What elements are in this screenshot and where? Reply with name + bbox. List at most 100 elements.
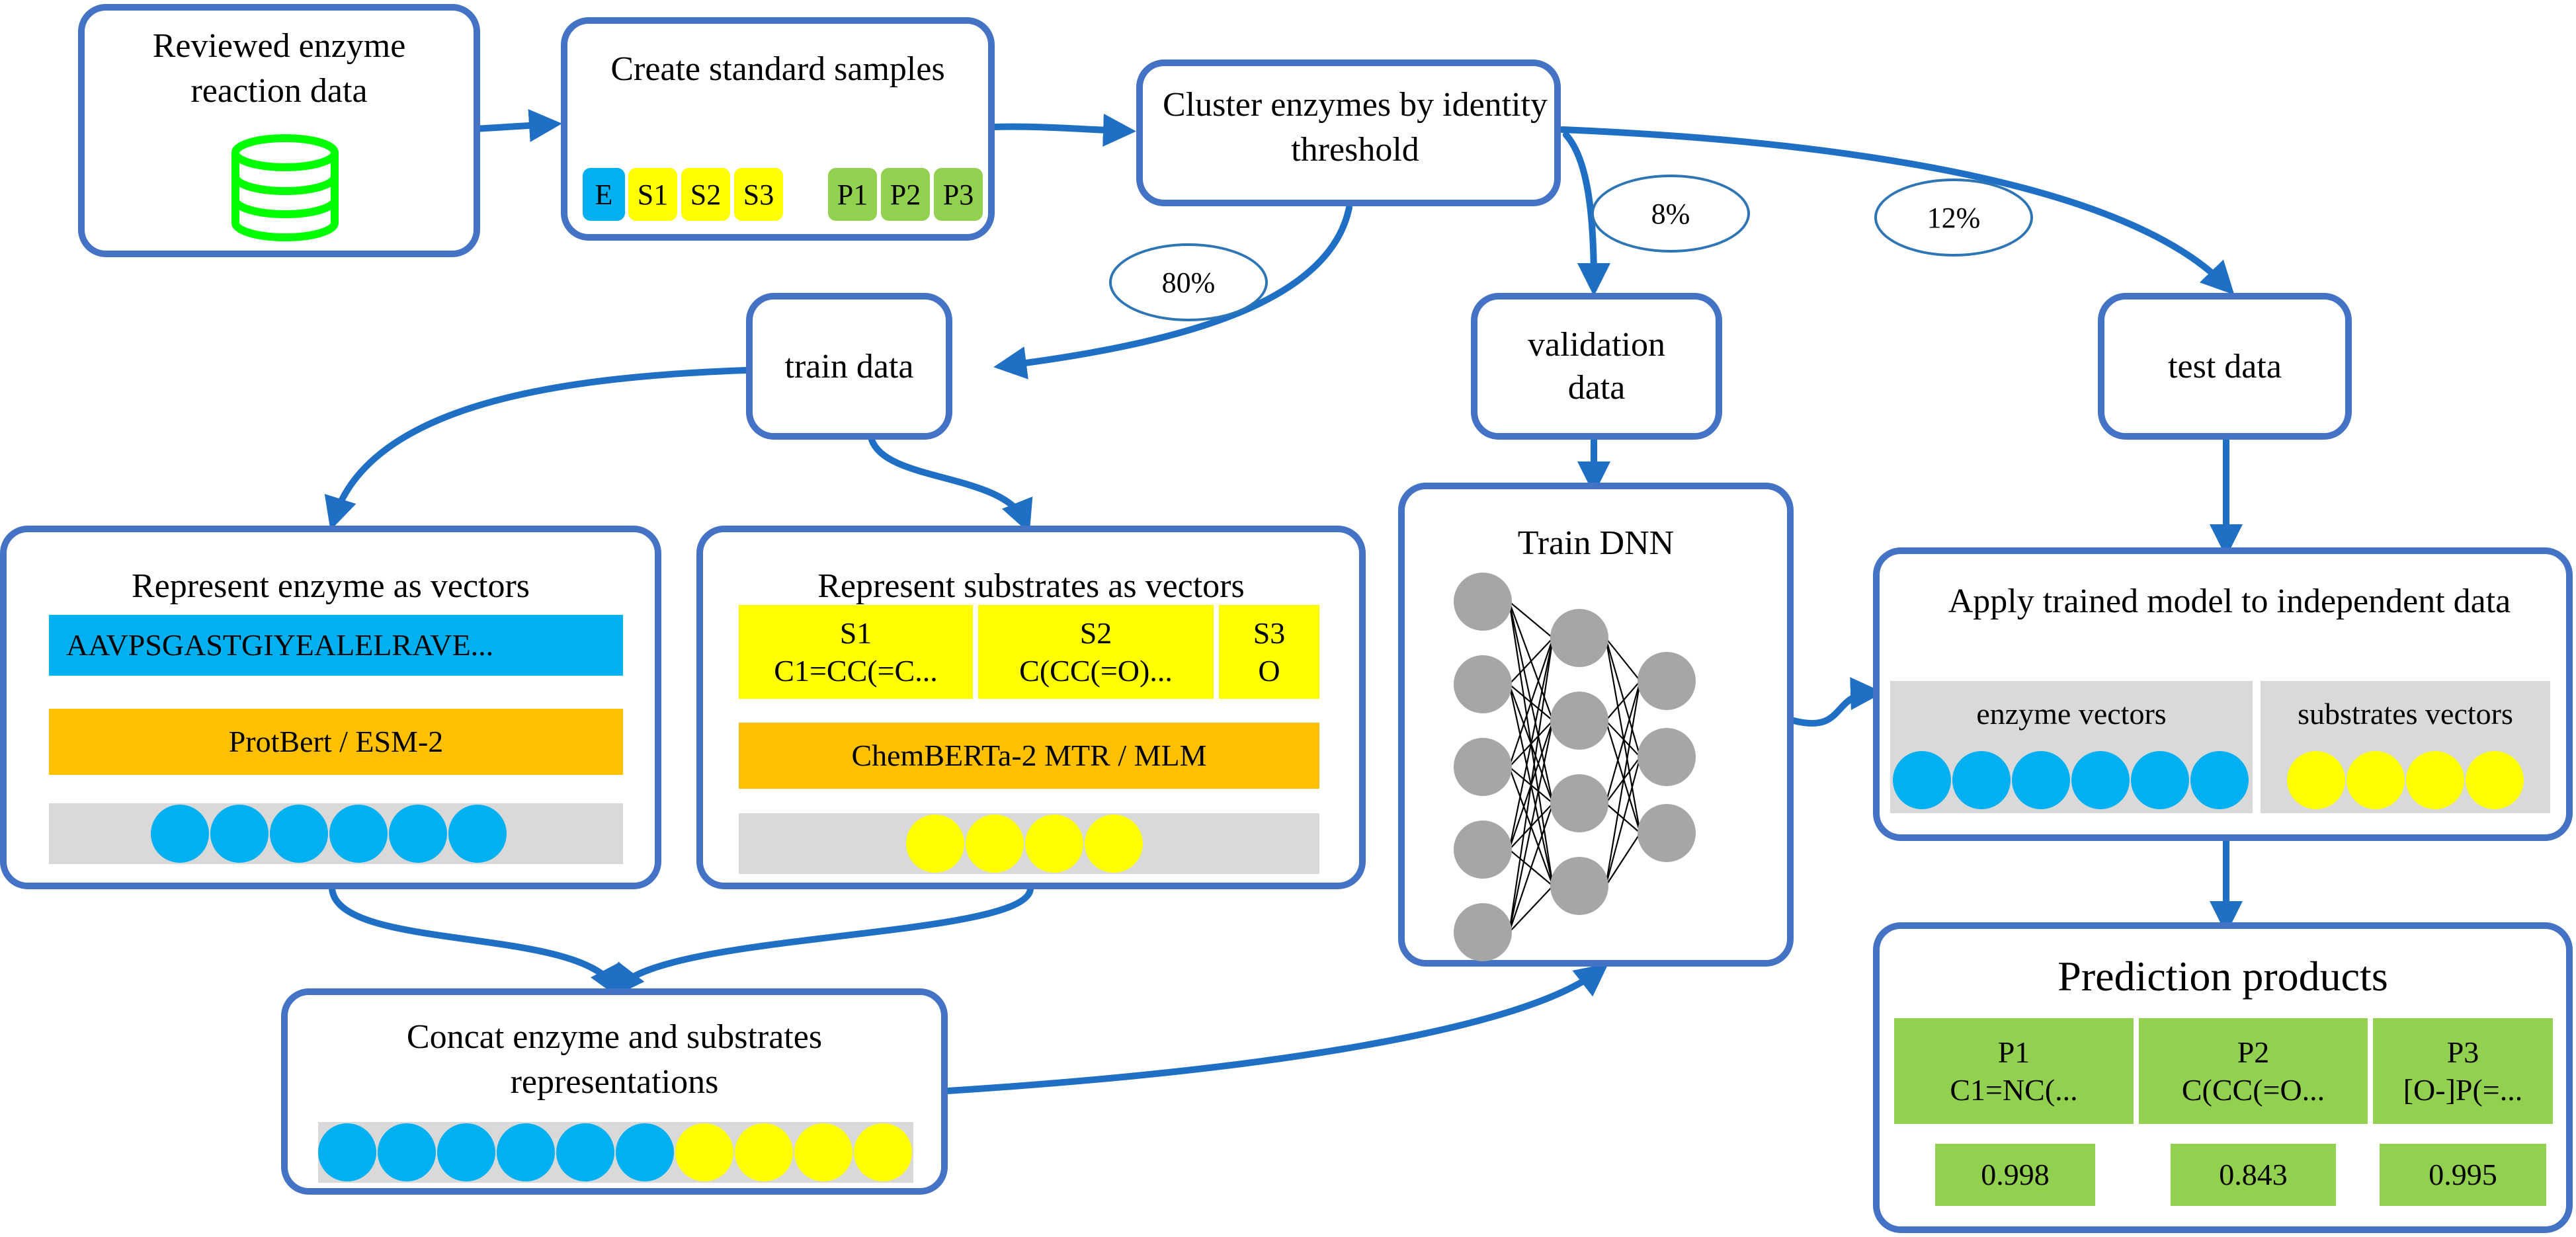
product-2-score: 0.843 (2171, 1144, 2336, 1206)
product-3-smiles: [O-]P(=... (2403, 1073, 2523, 1107)
apply-enzyme-dot (2131, 751, 2189, 809)
substrate-1-smiles: C1=CC(=C... (774, 654, 938, 688)
apply-substrate-dot (2347, 751, 2405, 809)
concat-substrate-dot (794, 1123, 852, 1181)
apply-substrate-dot (2406, 751, 2464, 809)
enzyme-representation-title: Represent enzyme as vectors (131, 567, 530, 605)
enzyme-vector (49, 803, 623, 864)
chip-substrate-1: S1 (628, 168, 677, 221)
test-data-box: test data (2098, 293, 2352, 440)
arrow-enzyme-rep-to-concat (329, 885, 621, 999)
concat-enzyme-dot (616, 1123, 674, 1181)
cluster-box: Cluster enzymes by identity threshold (1136, 60, 1561, 206)
arrow-train-to-substrate-rep (868, 436, 1033, 534)
apply-enzyme-dot (2071, 751, 2130, 809)
substrate-vector (739, 813, 1319, 874)
substrate-1-name: S1 (839, 616, 872, 650)
reviewed-data-box: Reviewed enzyme reaction data (78, 4, 480, 257)
apply-enzyme-vectors: enzyme vectors (1890, 681, 2253, 813)
concat-enzyme-dot (437, 1123, 495, 1181)
concat-enzyme-dot (556, 1123, 614, 1181)
standard-samples-title: Create standard samples (610, 50, 945, 88)
arrow-standard-to-cluster (991, 113, 1136, 147)
arrow-cluster-to-test (1559, 126, 2235, 295)
substrate-1-cell: S1 C1=CC(=C... (739, 605, 973, 699)
concat-title: Concat enzyme and substrates representat… (406, 1018, 823, 1101)
enzyme-vector-dot (210, 805, 269, 863)
arrow-concat-to-dnn (944, 963, 1609, 1094)
test-data-title: test data (2168, 347, 2282, 385)
concat-vector-dots (318, 1122, 913, 1183)
substrate-vector-dot (1025, 815, 1083, 873)
reviewed-data-title: Reviewed enzyme reaction data (152, 27, 406, 110)
prediction-title: Prediction products (2057, 953, 2388, 1000)
substrate-vector-dots (906, 813, 1152, 874)
enzyme-language-model: ProtBert / ESM-2 (49, 709, 623, 775)
apply-substrate-label: substrates vectors (2298, 697, 2513, 731)
apply-enzyme-label: enzyme vectors (1976, 697, 2167, 731)
train-dnn-title: Train DNN (1517, 524, 1675, 562)
substrate-language-model: ChemBERTa-2 MTR / MLM (739, 723, 1319, 789)
product-2-name: P2 (2237, 1035, 2270, 1069)
chip-substrate-3: S3 (734, 168, 783, 221)
apply-enzyme-dot (1952, 751, 2011, 809)
chip-product-1: P1 (828, 168, 877, 221)
apply-model-box: Apply trained model to independent data … (1873, 547, 2573, 841)
arrow-cluster-to-validation (1563, 132, 1610, 296)
apply-enzyme-dots (1890, 747, 2253, 813)
prediction-box: Prediction products P1 C1=NC(... P2 C(CC… (1873, 922, 2573, 1233)
chip-substrate-2: S2 (681, 168, 730, 221)
concat-substrate-dot (675, 1123, 733, 1181)
enzyme-vector-dot (389, 805, 447, 863)
product-2-cell: P2 C(CC(=O... (2139, 1018, 2368, 1124)
substrate-vector-dot (1085, 815, 1143, 873)
train-split-percent: 80% (1109, 243, 1268, 321)
apply-enzyme-dot (1893, 751, 1951, 809)
enzyme-vector-dot (448, 805, 507, 863)
product-1-smiles: C1=NC(... (1950, 1073, 2078, 1107)
chip-enzyme: E (583, 168, 625, 221)
concat-substrate-dot (854, 1123, 912, 1181)
arrow-train-to-enzyme-rep (324, 367, 749, 531)
test-split-percent: 12% (1874, 179, 2033, 257)
enzyme-vector-dot (270, 805, 328, 863)
substrate-3-smiles: O (1258, 654, 1280, 688)
product-1-cell: P1 C1=NC(... (1894, 1018, 2134, 1124)
substrate-2-cell: S2 C(CC(=O)... (978, 605, 1214, 699)
concat-enzyme-dot (318, 1123, 376, 1181)
arrow-dnn-to-apply (1790, 677, 1884, 727)
product-1-score: 0.998 (1935, 1144, 2095, 1206)
enzyme-vector-dots (151, 803, 521, 864)
concat-substrate-dot (735, 1123, 793, 1181)
product-2-smiles: C(CC(=O... (2181, 1073, 2325, 1107)
product-3-name: P3 (2446, 1035, 2479, 1069)
apply-substrate-dot (2287, 751, 2345, 809)
chip-product-2: P2 (881, 168, 930, 221)
substrate-3-name: S3 (1253, 616, 1286, 650)
enzyme-representation-box: Represent enzyme as vectors AAVPSGASTGIY… (0, 526, 661, 889)
apply-substrate-vectors: substrates vectors (2261, 681, 2550, 813)
apply-substrate-dots (2261, 747, 2550, 813)
enzyme-vector-dot (151, 805, 209, 863)
train-dnn-box: Train DNN (1398, 483, 1794, 967)
apply-enzyme-dot (2190, 751, 2249, 809)
product-3-score: 0.995 (2380, 1144, 2546, 1206)
validation-data-title: validation data (1528, 326, 1665, 407)
substrate-3-cell: S3 O (1219, 605, 1319, 699)
substrate-vector-dot (966, 815, 1024, 873)
arrow-reviewed-to-standard (472, 109, 562, 142)
validation-split-percent: 8% (1591, 175, 1750, 253)
standard-samples-box: Create standard samples E S1 S2 S3 P1 P2… (561, 17, 995, 241)
train-data-box: train data (746, 293, 952, 440)
enzyme-sequence: AAVPSGASTGIYEALELRAVE... (49, 615, 623, 676)
apply-model-title: Apply trained model to independent data (1948, 582, 2511, 620)
apply-substrate-dot (2466, 751, 2524, 809)
validation-data-box: validation data (1471, 293, 1722, 440)
concat-enzyme-dot (497, 1123, 555, 1181)
substrate-representation-title: Represent substrates as vectors (817, 567, 1245, 605)
train-data-title: train data (784, 347, 914, 385)
chip-product-3: P3 (934, 168, 983, 221)
product-1-name: P1 (1997, 1035, 2030, 1069)
substrate-2-name: S2 (1079, 616, 1112, 650)
